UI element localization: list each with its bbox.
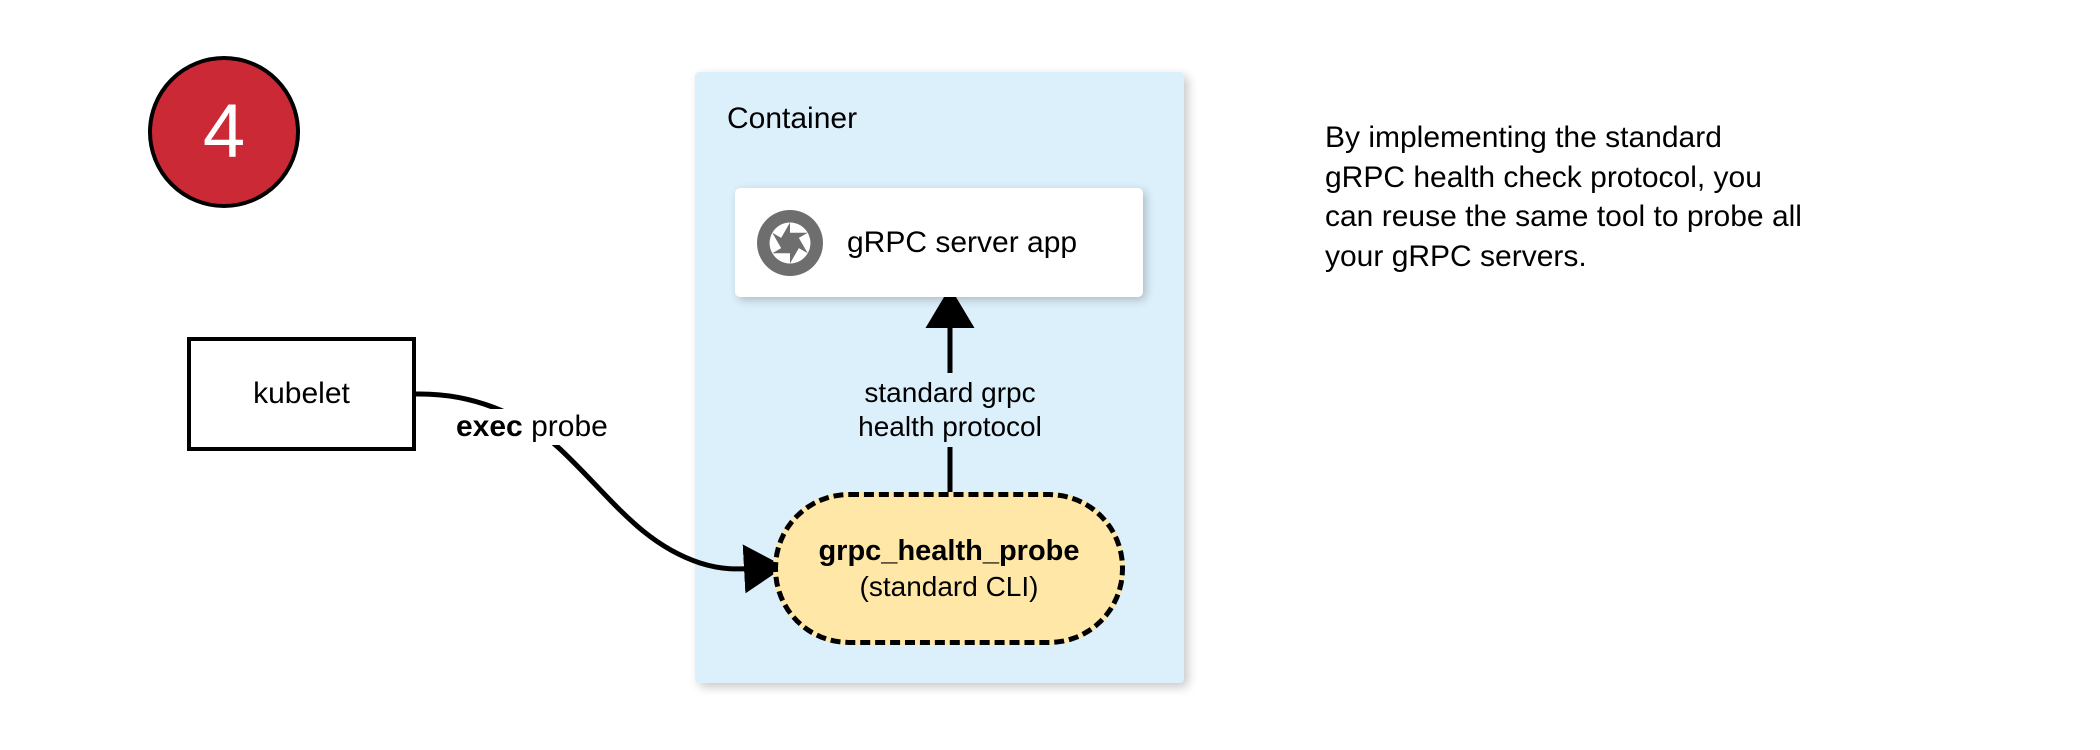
exec-probe-edge-label: exec probe: [452, 409, 612, 445]
kubelet-label: kubelet: [253, 377, 350, 410]
grpc-health-probe-node: grpc_health_probe (standard CLI): [773, 492, 1125, 645]
protocol-edge-label-line2: health protocol: [858, 411, 1042, 443]
grpc-health-probe-title: grpc_health_probe: [818, 534, 1080, 567]
step-number-badge: 4: [148, 56, 300, 208]
side-note-line1: By implementing the standard: [1325, 121, 1722, 154]
side-note-text: By implementing the standard gRPC health…: [1325, 118, 1905, 276]
side-note-line3: can reuse the same tool to probe all: [1325, 200, 1802, 234]
side-note-line4: your gRPC servers.: [1325, 239, 1587, 273]
grpc-health-probe-subtitle: (standard CLI): [859, 571, 1039, 603]
exec-probe-edge-label-normal: probe: [522, 410, 608, 443]
kubelet-node: kubelet: [187, 337, 416, 451]
grpc-server-app-card: gRPC server app: [735, 188, 1143, 297]
protocol-edge-label-line1: standard grpc: [864, 377, 1036, 408]
grpc-aperture-logo-icon: [757, 209, 823, 276]
side-note-line2: gRPC health check protocol, you: [1325, 160, 1762, 194]
protocol-edge-label: standard grpc health protocol: [840, 373, 1060, 448]
step-number-text: 4: [202, 89, 246, 174]
exec-probe-edge-label-bold: exec: [456, 410, 523, 443]
grpc-server-app-label: gRPC server app: [847, 225, 1078, 259]
container-title: Container: [727, 102, 858, 135]
